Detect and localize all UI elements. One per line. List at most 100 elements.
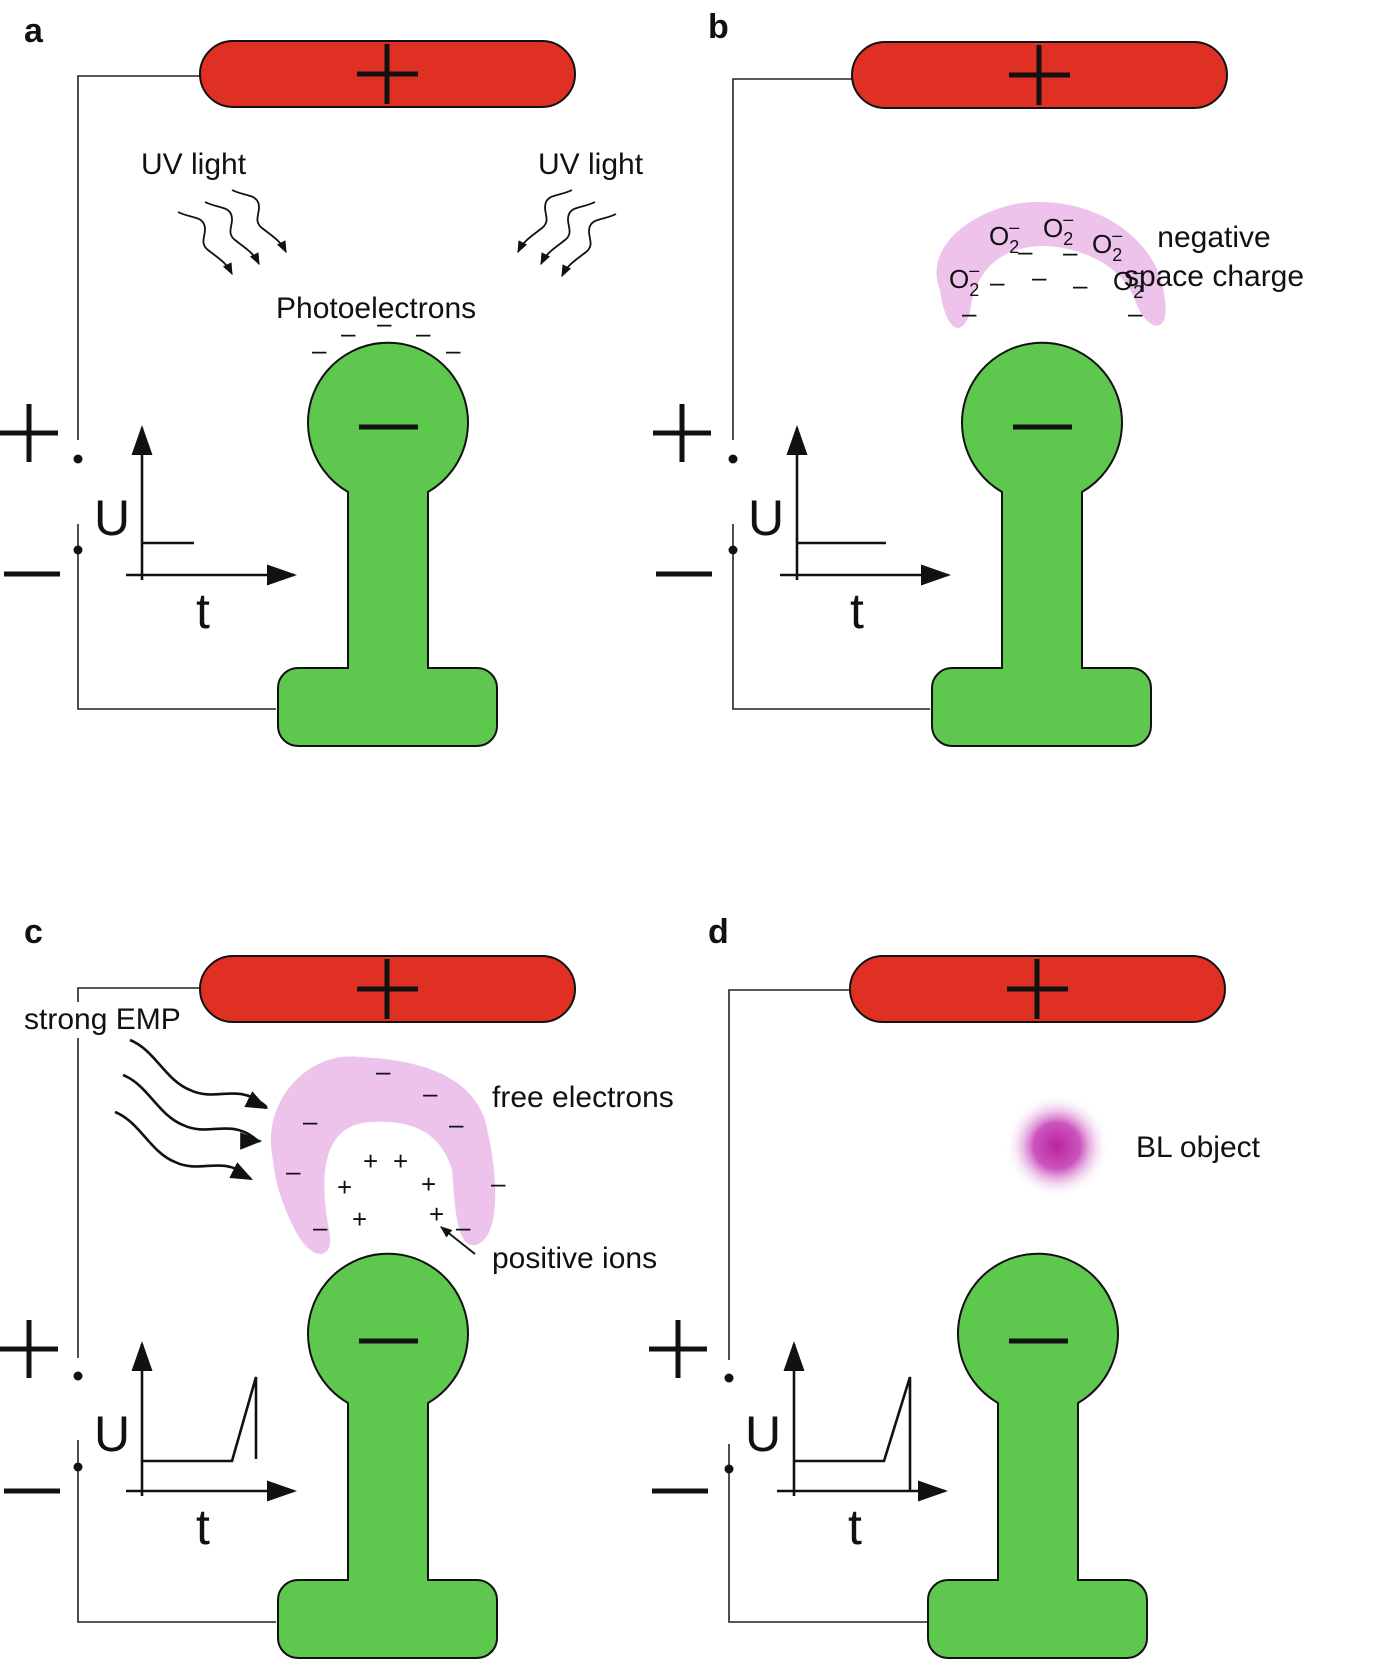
terminal-plus <box>73 1371 83 1381</box>
svg-text:–: – <box>446 335 461 365</box>
svg-text:–: – <box>1063 237 1078 267</box>
svg-text:+: + <box>421 1169 436 1199</box>
svg-text:O2–: O2– <box>1113 262 1143 302</box>
voltage-plot: U t <box>94 425 297 639</box>
axis-label-u: U <box>94 1406 130 1462</box>
panel-label: a <box>24 12 44 50</box>
axis-label-u: U <box>745 1406 781 1462</box>
voltage-trace <box>142 1376 258 1463</box>
panel-label: d <box>708 913 729 951</box>
source-plus-sign <box>649 1320 707 1378</box>
svg-text:+: + <box>429 1199 444 1229</box>
voltage-plot: U t <box>748 425 951 639</box>
source-plus-sign <box>0 1320 58 1378</box>
space-charge-label-line1: negative <box>1157 221 1270 254</box>
svg-text:–: – <box>1073 270 1088 300</box>
svg-text:–: – <box>423 1078 438 1108</box>
voltage-trace <box>794 1376 912 1491</box>
svg-text:+: + <box>393 1146 408 1176</box>
svg-text:–: – <box>456 1212 471 1242</box>
wire-bottom <box>77 524 276 710</box>
anode-electrode <box>849 955 1226 1023</box>
bl-object-label: BL object <box>1136 1131 1261 1164</box>
terminal-minus <box>728 545 738 555</box>
anode-electrode <box>199 40 576 108</box>
svg-text:+: + <box>363 1146 378 1176</box>
svg-text:+: + <box>337 1172 352 1202</box>
terminal-plus <box>73 454 83 464</box>
uv-light-label-left: UV light <box>141 148 247 181</box>
axis-label-t: t <box>850 583 864 639</box>
anode-electrode <box>199 955 576 1023</box>
o2-ion-labels: O2– O2– O2– O2– O2– <box>949 209 1143 302</box>
positive-ions-label: positive ions <box>492 1242 657 1275</box>
wire-top <box>728 989 850 1360</box>
terminal-plus <box>724 1373 734 1383</box>
space-charge-label-line2: space charge <box>1124 260 1304 293</box>
panel-label: b <box>708 8 729 46</box>
uv-rays-left <box>177 189 287 276</box>
svg-text:–: – <box>990 267 1005 297</box>
wire-top <box>77 75 200 440</box>
svg-text:O2–: O2– <box>949 260 979 300</box>
bl-object <box>1005 1094 1109 1198</box>
svg-text:O2–: O2– <box>1043 209 1073 249</box>
svg-text:–: – <box>491 1168 506 1198</box>
axis-label-t: t <box>196 1499 210 1555</box>
cathode-electrode <box>927 1252 1148 1659</box>
wire-top <box>732 78 852 440</box>
electron-charges: – – – – – – – – <box>286 1056 506 1242</box>
cathode-electrode <box>931 341 1152 747</box>
free-electrons-label: free electrons <box>492 1081 674 1114</box>
emp-waves <box>114 1038 268 1181</box>
svg-text:–: – <box>1032 262 1047 292</box>
svg-text:O2–: O2– <box>989 217 1019 257</box>
photoelectrons-label: Photoelectrons <box>276 292 476 325</box>
charge-cloud <box>270 1056 496 1254</box>
negative-charges: – – – – – – – <box>962 236 1143 328</box>
svg-text:O2–: O2– <box>1092 225 1122 265</box>
panel-b: b U t O2– O2– O2– <box>653 8 1304 747</box>
terminal-minus <box>73 1462 83 1472</box>
axis-label-t: t <box>848 1499 862 1555</box>
terminal-minus <box>73 545 83 555</box>
svg-text:–: – <box>313 1212 328 1242</box>
terminal-plus <box>728 454 738 464</box>
svg-text:–: – <box>286 1156 301 1186</box>
source-plus-sign <box>0 404 58 462</box>
svg-text:–: – <box>449 1109 464 1139</box>
voltage-plot: U t <box>94 1341 297 1555</box>
uv-light-label-right: UV light <box>538 148 644 181</box>
panel-a: a U t <box>0 12 644 747</box>
panel-c: c U t – – – <box>0 913 674 1659</box>
anode-electrode <box>851 41 1228 109</box>
cathode-electrode <box>277 1252 498 1659</box>
svg-text:–: – <box>341 318 356 348</box>
svg-text:–: – <box>303 1106 318 1136</box>
axis-label-u: U <box>94 490 130 546</box>
wire-bottom <box>728 1444 928 1623</box>
voltage-plot: U t <box>745 1341 948 1555</box>
svg-text:–: – <box>312 335 327 365</box>
axis-label-t: t <box>196 583 210 639</box>
wire-bottom <box>77 1440 276 1623</box>
uv-rays-right <box>517 189 617 278</box>
panel-label: c <box>24 913 43 951</box>
svg-text:+: + <box>352 1204 367 1234</box>
cathode-electrode <box>277 341 498 747</box>
svg-text:–: – <box>416 318 431 348</box>
positive-ion-charges: + + + + + + <box>337 1146 444 1234</box>
svg-text:–: – <box>376 1056 391 1086</box>
svg-text:–: – <box>1018 236 1033 266</box>
wire-top-stub <box>77 987 200 1002</box>
terminal-minus <box>724 1464 734 1474</box>
positive-ions-pointer <box>440 1226 476 1255</box>
wire-bottom <box>732 524 930 710</box>
svg-text:–: – <box>962 298 977 328</box>
axis-label-u: U <box>748 490 784 546</box>
strong-emp-label: strong EMP <box>24 1003 181 1036</box>
negative-space-charge-cloud <box>936 201 1166 328</box>
photoelectron-charges: – – – – – <box>312 308 461 365</box>
